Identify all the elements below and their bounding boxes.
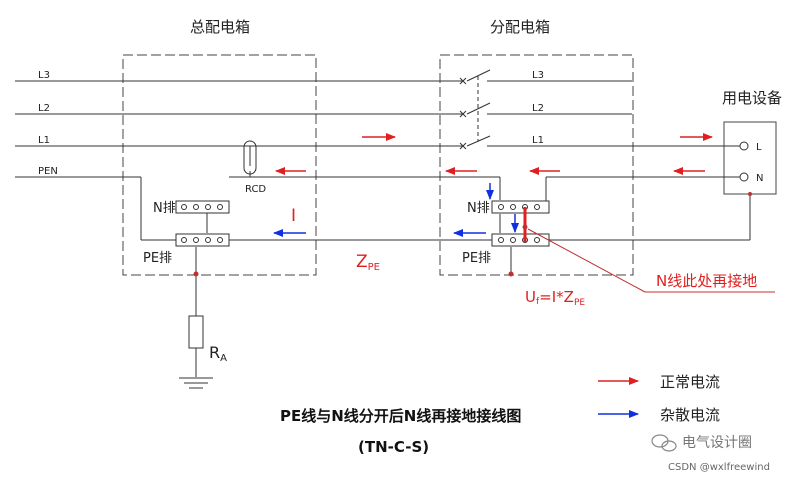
line-label-l3: L3	[38, 70, 50, 81]
current-label: I	[291, 206, 296, 226]
zpe-label: ZPE	[356, 252, 380, 273]
sub-line-label-l1: L1	[532, 135, 544, 146]
legend-normal-label: 正常电流	[660, 373, 720, 391]
normal-current-arrows	[275, 133, 713, 175]
main-box-outline	[122, 54, 317, 276]
ra-label: RA	[209, 343, 227, 364]
diagram-title: PE线与N线分开后N线再接地接线图	[280, 407, 521, 425]
sub-n-bar-label: N排	[467, 201, 490, 216]
watermark-csdn: CSDN @wxlfreewind	[668, 462, 770, 473]
device-terminal-n: N	[756, 173, 763, 184]
main-pe-bar	[175, 233, 230, 247]
wechat-icon	[651, 434, 677, 452]
callout-leader	[527, 228, 775, 293]
bond-dot	[522, 224, 528, 230]
pen-wiring	[15, 146, 751, 316]
sub-box-title: 分配电箱	[490, 18, 550, 36]
watermark-brand: 电气设计圈	[682, 435, 752, 451]
main-pe-bar-label: PE排	[143, 251, 172, 266]
line-label-pen: PEN	[38, 166, 58, 177]
stray-current-arrows	[273, 183, 519, 237]
sub-box-outline	[439, 54, 634, 276]
device-terminals	[739, 141, 749, 182]
phase-lines	[15, 69, 740, 147]
legend: 正常电流 杂散电流	[598, 373, 720, 424]
sub-line-label-l3: L3	[532, 70, 544, 81]
switch-contacts	[459, 77, 467, 150]
ground-symbol	[179, 377, 213, 389]
main-n-bar-label: N排	[153, 201, 176, 216]
uf-label: Uf=I*ZPE	[525, 288, 585, 308]
line-label-l2: L2	[38, 103, 50, 114]
device-box-outline	[723, 121, 777, 195]
callout-text: N线此处再接地	[656, 272, 757, 290]
sub-line-label-l2: L2	[532, 103, 544, 114]
rcd-symbol	[243, 140, 257, 175]
ground-resistor	[188, 315, 204, 349]
main-box-title: 总配电箱	[190, 18, 250, 36]
sub-n-bar	[491, 200, 550, 214]
main-n-bar	[175, 200, 230, 214]
sub-pe-bar-label: PE排	[462, 251, 491, 266]
device-terminal-l: L	[756, 142, 762, 153]
junction-dots	[193, 192, 752, 277]
diagram-subtitle: (TN-C-S)	[358, 438, 429, 456]
rcd-label: RCD	[245, 184, 266, 195]
legend-stray-label: 杂散电流	[660, 406, 720, 424]
device-title: 用电设备	[722, 89, 782, 107]
line-label-l1: L1	[38, 135, 50, 146]
